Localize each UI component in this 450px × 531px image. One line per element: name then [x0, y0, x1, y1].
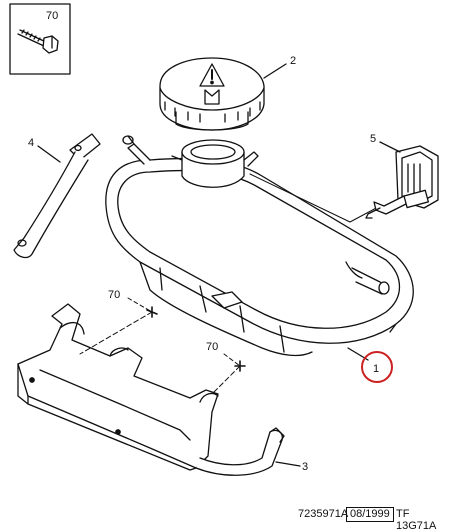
reference-code: TF 13G71A	[396, 508, 437, 531]
reference-date: 08/1999	[346, 507, 394, 522]
callout-fastener-upper: 70	[108, 289, 120, 301]
callout-inset: 70	[46, 10, 58, 22]
warning-triangle-icon	[199, 63, 225, 105]
reservoir-cap	[159, 57, 265, 131]
callout-strap: 4	[28, 137, 34, 149]
bolt-icon	[17, 29, 59, 54]
callout-tank: 1	[373, 363, 379, 375]
callout-band: 3	[302, 461, 308, 473]
reference-number: 7235971A	[298, 508, 349, 520]
leader-5	[379, 141, 401, 153]
highlight-circle	[361, 351, 393, 383]
callout-sensor: 5	[370, 133, 376, 145]
clamping-band	[195, 427, 285, 476]
rubber-strap	[13, 133, 101, 259]
leader-4	[37, 145, 61, 163]
callout-cap: 2	[290, 55, 296, 67]
fastener-lower	[213, 353, 246, 393]
leader-3	[275, 461, 301, 467]
reservoir-tank	[105, 135, 414, 357]
level-sensor	[365, 145, 439, 219]
callout-fastener-lower: 70	[206, 341, 218, 353]
mounting-bracket	[17, 303, 219, 471]
leader-2	[263, 63, 287, 79]
fastener-upper	[79, 297, 158, 355]
